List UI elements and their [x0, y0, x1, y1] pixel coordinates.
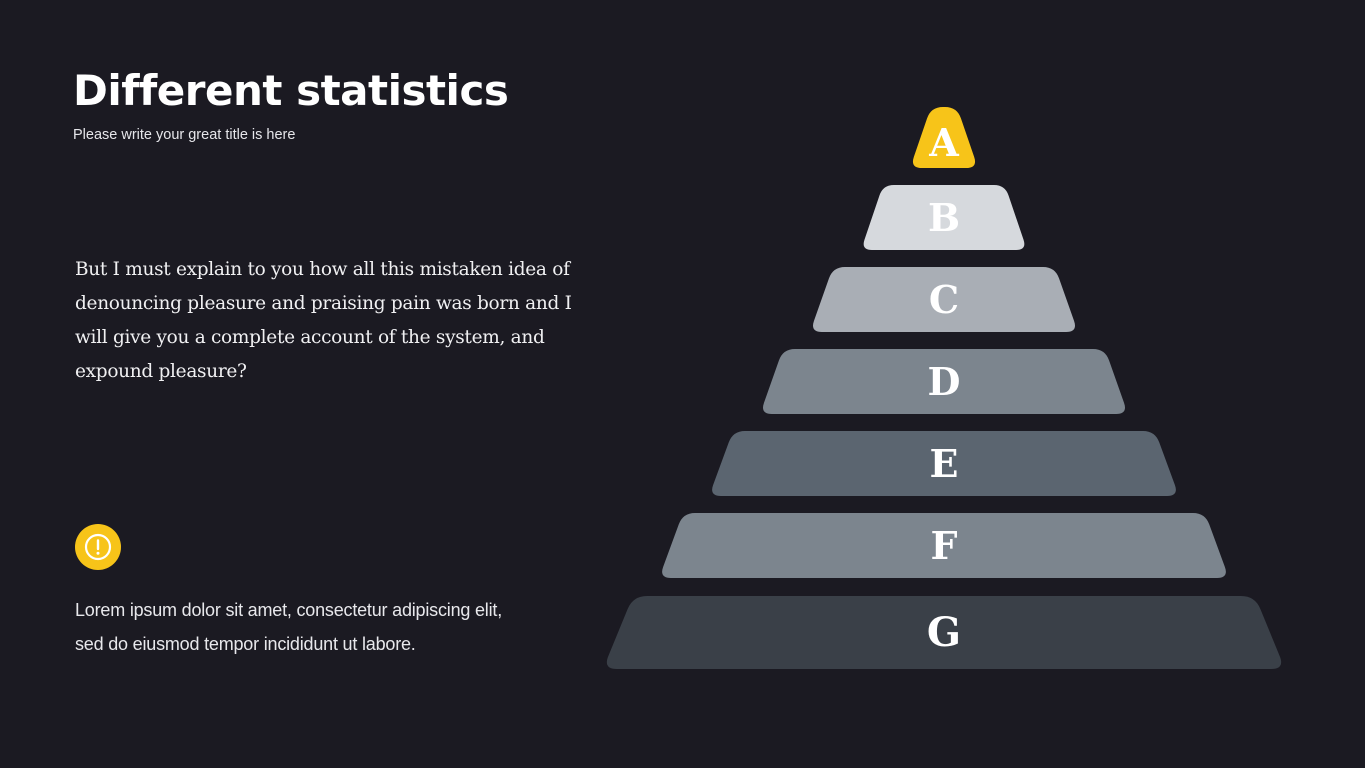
pyramid-tier-e: E	[712, 431, 1176, 496]
pyramid-tier-label: C	[929, 277, 959, 322]
description-paragraph: But I must explain to you how all this m…	[75, 259, 572, 382]
pyramid-tier-a: A	[912, 107, 976, 168]
pyramid-tier-label: G	[927, 609, 961, 656]
pyramid-tier-label: A	[928, 120, 959, 165]
page-title: Different statistics	[73, 66, 509, 115]
pyramid-tier-shape	[763, 349, 1125, 414]
pyramid-tier-shape	[912, 107, 976, 168]
page-subtitle: Please write your great title is here	[73, 127, 296, 143]
pyramid-tier-b: B	[863, 185, 1025, 250]
pyramid-tier-f: F	[662, 513, 1226, 578]
pyramid-tier-shape	[662, 513, 1226, 578]
pyramid-tier-shape	[712, 431, 1176, 496]
pyramid-tier-label: F	[931, 523, 958, 568]
pyramid-tier-d: D	[763, 349, 1125, 414]
pyramid-tier-label: B	[928, 195, 960, 240]
pyramid-tier-c: C	[813, 267, 1075, 332]
exclamation-circle-icon	[75, 524, 121, 570]
pyramid-tier-label: D	[928, 359, 961, 404]
note-paragraph: Lorem ipsum dolor sit amet, consectetur …	[75, 600, 502, 654]
pyramid-tier-label: E	[930, 441, 959, 486]
pyramid-tier-shape	[606, 596, 1282, 669]
pyramid-tier-shape	[813, 267, 1075, 332]
pyramid-tier-shape	[863, 185, 1025, 250]
pyramid-tier-g: G	[606, 596, 1282, 669]
